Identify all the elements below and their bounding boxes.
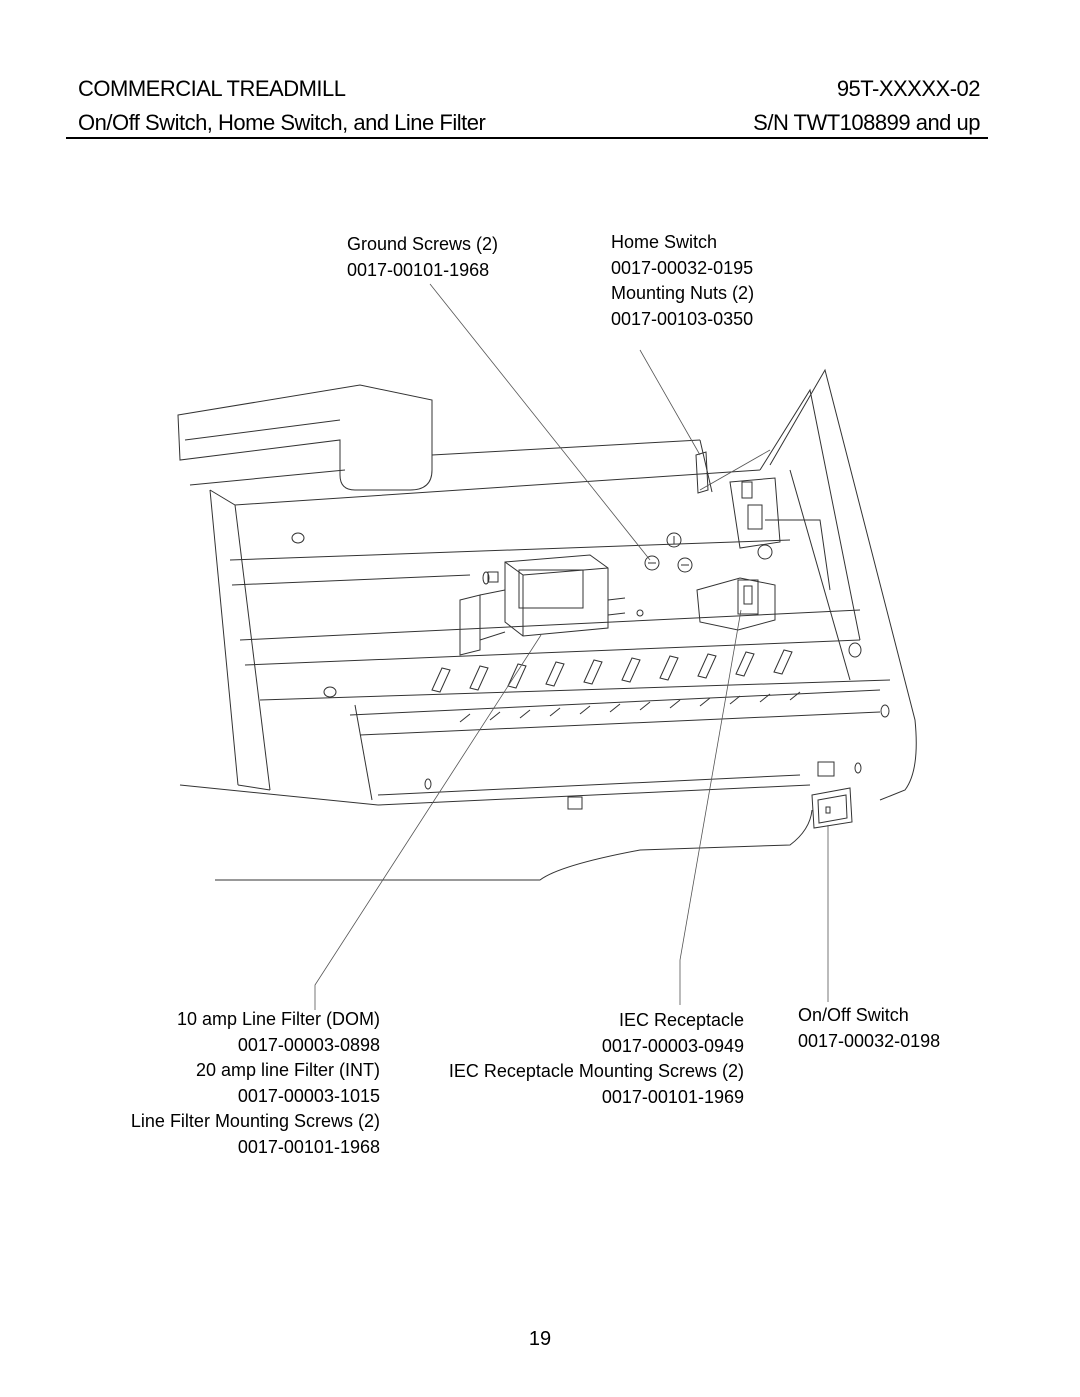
home-switch-label: Home Switch bbox=[611, 232, 718, 252]
on-off-switch bbox=[811, 761, 853, 829]
section-subtitle: On/Off Switch, Home Switch, and Line Fil… bbox=[78, 110, 486, 135]
on-off-switch-part-number: 0017-00032-0198 bbox=[798, 1030, 941, 1051]
callout-ground-screws: Ground Screws (2) 0017-00101-1968 bbox=[347, 232, 498, 283]
iec-screws-part-number: 0017-00101-1969 bbox=[601, 1086, 744, 1107]
line-filter-screws-label: Line Filter Mounting Screws (2) bbox=[130, 1111, 380, 1131]
line-filter bbox=[459, 554, 626, 656]
callout-home-switch: Home Switch 0017-00032-0195 Mounting Nut… bbox=[611, 230, 754, 332]
callout-iec-receptacle: IEC Receptacle 0017-00003-0949 IEC Recep… bbox=[449, 1008, 744, 1110]
ground-screws-part-number: 0017-00101-1968 bbox=[347, 259, 490, 280]
document-number: 95T-XXXXX-02 bbox=[836, 76, 981, 101]
vent-slots bbox=[431, 649, 801, 723]
line-filter-20a-label: 20 amp line Filter (INT) bbox=[195, 1060, 380, 1080]
right-rail bbox=[759, 368, 917, 801]
line-filter-10a-part-number: 0017-00003-0898 bbox=[237, 1034, 380, 1055]
misc-hardware bbox=[424, 571, 644, 810]
on-off-switch-label: On/Off Switch bbox=[798, 1005, 909, 1025]
home-switch-part-number: 0017-00032-0195 bbox=[611, 257, 754, 278]
callout-line-filter: 10 amp Line Filter (DOM) 0017-00003-0898… bbox=[131, 1007, 380, 1160]
page-number: 19 bbox=[528, 1328, 552, 1350]
iec-receptacle-part-number: 0017-00003-0949 bbox=[601, 1035, 744, 1056]
document-title: COMMERCIAL TREADMILL bbox=[78, 76, 346, 101]
callout-on-off-switch: On/Off Switch 0017-00032-0198 bbox=[798, 1003, 940, 1054]
iec-receptacle-label: IEC Receptacle bbox=[618, 1010, 744, 1030]
leader-lines bbox=[314, 283, 829, 1010]
top-plate bbox=[177, 384, 713, 493]
line-filter-10a-label: 10 amp Line Filter (DOM) bbox=[176, 1009, 380, 1029]
mounting-nuts-part-number: 0017-00103-0350 bbox=[611, 308, 754, 329]
ground-screws-label: Ground Screws (2) bbox=[347, 234, 499, 254]
home-switch bbox=[695, 451, 781, 560]
line-filter-20a-part-number: 0017-00003-1015 bbox=[237, 1085, 380, 1106]
line-filter-screws-part-number: 0017-00101-1968 bbox=[237, 1136, 380, 1157]
serial-range: S/N TWT108899 and up bbox=[753, 110, 980, 135]
base-frame bbox=[179, 469, 891, 881]
ground-screws bbox=[644, 532, 693, 573]
iec-screws-label: IEC Receptacle Mounting Screws (2) bbox=[448, 1061, 744, 1081]
iec-receptacle bbox=[696, 577, 776, 631]
header-rule bbox=[66, 137, 988, 139]
mounting-nuts-label: Mounting Nuts (2) bbox=[611, 283, 755, 303]
